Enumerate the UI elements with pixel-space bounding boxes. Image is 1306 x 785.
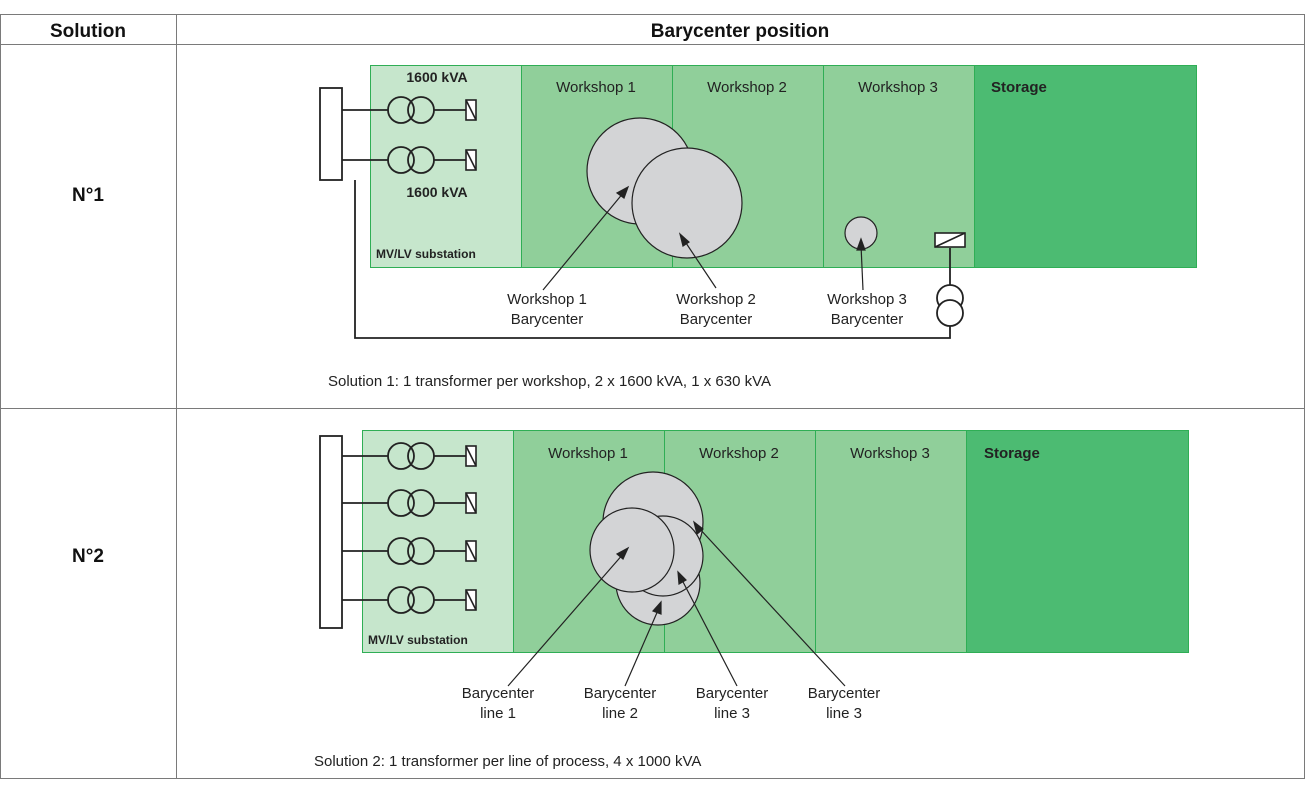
pointer-arrows	[542, 185, 866, 291]
barycenter-label: Barycenter	[511, 311, 584, 328]
breaker-icon	[465, 540, 477, 562]
barycenter-label: Barycenter	[696, 685, 769, 702]
workshop-1-label: Workshop 1	[548, 445, 628, 462]
breaker-icon	[465, 589, 477, 611]
breaker-icon	[465, 149, 477, 171]
barycenter-label: Workshop 2	[676, 291, 756, 308]
transformer-icon	[387, 146, 435, 174]
transformer-icon	[387, 96, 435, 124]
transformer-icon	[387, 586, 435, 614]
transformer-icon	[387, 489, 435, 517]
barycenter-label: Workshop 1	[507, 291, 587, 308]
solution-2-caption: Solution 2: 1 transformer per line of pr…	[314, 753, 701, 770]
barycenter-label: Barycenter	[584, 685, 657, 702]
mv-busbar	[319, 87, 343, 181]
solution-2-label: N°2	[72, 546, 104, 567]
breaker-icon	[465, 99, 477, 121]
table-grid	[0, 14, 1305, 779]
barycenter-label: line 2	[602, 705, 638, 722]
storage-label: Storage	[984, 445, 1040, 462]
barycenter-label: Barycenter	[680, 311, 753, 328]
feeder-wiring	[342, 109, 951, 339]
workshop-3-zone	[815, 430, 967, 653]
transformer-icon	[387, 442, 435, 470]
solution-column-header: Solution	[50, 21, 126, 42]
solution-2-row: N°2 Workshop 1 Workshop 2 Workshop 3 Sto…	[72, 430, 1189, 770]
substation-zone	[370, 65, 522, 268]
workshop-2-label: Workshop 2	[699, 445, 779, 462]
barycenter-label: Barycenter	[831, 311, 904, 328]
feeder-wiring	[342, 455, 466, 601]
barycenter-label: Barycenter	[808, 685, 881, 702]
workshop-2-label: Workshop 2	[707, 79, 787, 96]
storage-zone	[974, 65, 1197, 268]
solution-1-label: N°1	[72, 185, 104, 206]
breaker-icon	[465, 445, 477, 467]
line-1-barycenter-circle	[589, 507, 675, 593]
barycenter-label: line 3	[714, 705, 750, 722]
transformer-icon	[387, 537, 435, 565]
workshop-2-barycenter-circle	[631, 147, 743, 259]
breaker-icon	[465, 492, 477, 514]
solution-1-caption: Solution 1: 1 transformer per workshop, …	[328, 373, 771, 390]
substation-label: MV/LV substation	[376, 247, 476, 261]
rating-top-label: 1600 kVA	[406, 69, 467, 85]
storage-label: Storage	[991, 79, 1047, 96]
barycenter-label: line 1	[480, 705, 516, 722]
solution-1-row: N°1 Workshop 1 Workshop 2 Workshop 3 Sto…	[72, 65, 1197, 390]
workshop-1-label: Workshop 1	[556, 79, 636, 96]
substation-zone	[362, 430, 514, 653]
breaker-icon	[934, 232, 966, 248]
barycenter-label: line 3	[826, 705, 862, 722]
barycenter-label: Barycenter	[462, 685, 535, 702]
substation-label: MV/LV substation	[368, 633, 468, 647]
barycenter-position-header: Barycenter position	[651, 21, 829, 42]
workshop-3-label: Workshop 3	[858, 79, 938, 96]
pointer-arrows	[507, 520, 846, 687]
storage-zone	[966, 430, 1189, 653]
workshop-3-label: Workshop 3	[850, 445, 930, 462]
mv-busbar	[319, 435, 343, 629]
transformer-icon	[936, 284, 964, 327]
rating-bottom-label: 1600 kVA	[406, 184, 467, 200]
barycenter-label: Workshop 3	[827, 291, 907, 308]
